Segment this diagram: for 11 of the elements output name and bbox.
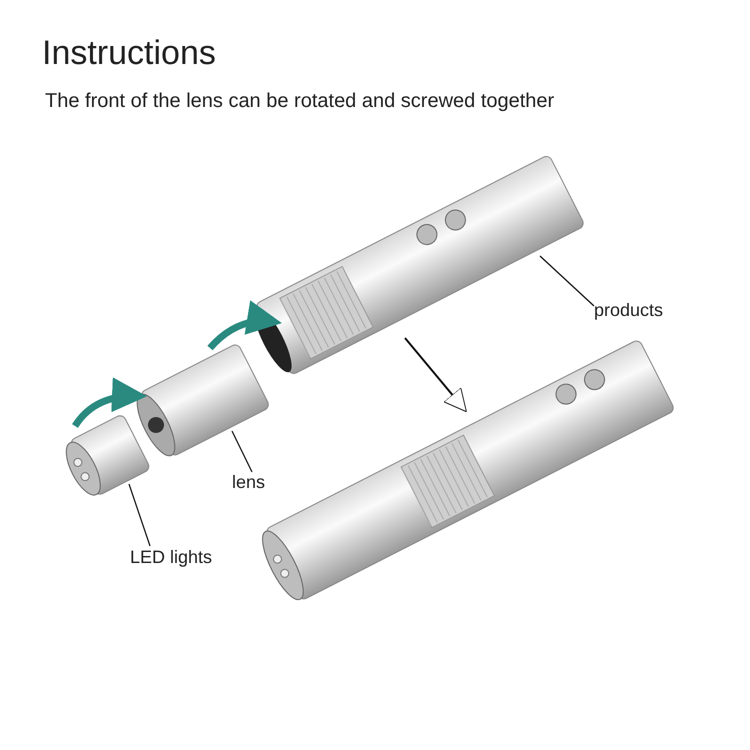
leader-line (231, 430, 253, 472)
part-label: lens (232, 472, 266, 493)
title: Instructions (42, 34, 216, 73)
part-label: products (594, 300, 664, 321)
part-label: LED lights (130, 547, 212, 568)
subtitle: The front of the lens can be rotated and screwed together (45, 90, 554, 113)
leader-line (128, 484, 151, 546)
leader-line (540, 256, 594, 306)
curved-arrow (72, 378, 147, 428)
curved-arrow (207, 301, 282, 350)
block-arrow (404, 337, 467, 412)
